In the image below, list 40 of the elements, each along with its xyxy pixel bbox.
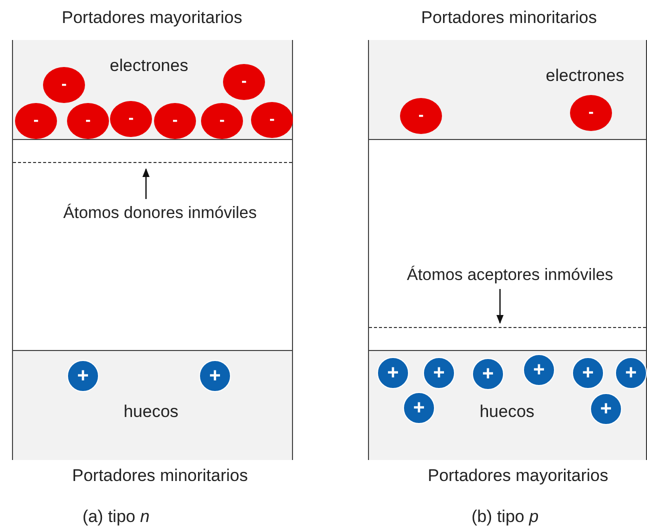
hole-circle: +	[67, 360, 99, 392]
electron-circle: -	[400, 98, 442, 134]
hole-circle: +	[377, 357, 409, 389]
electron-circle: -	[43, 67, 85, 103]
electron-circle: -	[223, 64, 265, 100]
carrier-region	[12, 350, 293, 460]
region-label: huecos	[480, 402, 534, 422]
hole-circle: +	[523, 354, 555, 386]
carrier-label: Portadores mayoritarios	[62, 8, 242, 28]
hole-circle: +	[590, 393, 622, 425]
dashed-line	[13, 162, 292, 165]
hole-circle: +	[199, 360, 231, 392]
arrow	[142, 168, 150, 199]
region-label: electrones	[546, 66, 624, 86]
carrier-label: Portadores minoritarios	[421, 8, 597, 28]
carrier-region	[12, 40, 293, 140]
electron-circle: -	[251, 102, 293, 138]
hole-circle: +	[615, 357, 647, 389]
panel-caption: (b) tipo p	[471, 507, 539, 527]
carrier-label: Portadores mayoritarios	[428, 466, 608, 486]
electron-circle: -	[15, 103, 57, 139]
hole-circle: +	[423, 357, 455, 389]
annotation-text: Átomos aceptores inmóviles	[373, 262, 647, 288]
electron-circle: -	[154, 103, 196, 139]
region-label: huecos	[124, 402, 178, 422]
electron-circle: -	[110, 101, 152, 137]
electron-circle: -	[67, 103, 109, 139]
region-label: electrones	[110, 56, 188, 76]
dashed-line	[369, 327, 646, 330]
carrier-region	[368, 40, 647, 140]
hole-circle: +	[572, 357, 604, 389]
hole-circle: +	[403, 392, 435, 424]
carrier-region	[368, 350, 647, 460]
electron-circle: -	[201, 103, 243, 139]
electron-circle: -	[570, 95, 612, 131]
hole-circle: +	[472, 358, 504, 390]
arrow	[496, 289, 504, 324]
carrier-label: Portadores minoritarios	[72, 466, 248, 486]
annotation-text: Átomos donores inmóviles	[25, 200, 295, 226]
panel-caption: (a) tipo n	[82, 507, 150, 527]
